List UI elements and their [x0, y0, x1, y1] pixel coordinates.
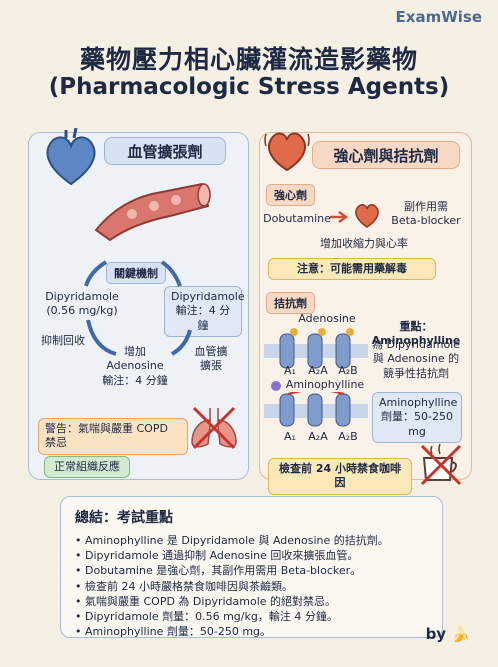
byline: by 🍌 — [426, 625, 470, 643]
byline-text: by — [425, 625, 447, 643]
receptor-membrane-top — [264, 328, 368, 369]
banana-icon: 🍌 — [451, 625, 470, 643]
antidote-note: 注意：可能需用藥解毒 — [268, 258, 436, 281]
receptor-a1-top: A₁ — [284, 364, 296, 377]
inotrope-header: 強心劑與拮抗劑 — [312, 141, 460, 169]
contraindication-warning: 警告：氣喘與嚴重 COPD 禁忌 — [38, 418, 188, 455]
receptor-a2a-bottom: A₂A — [308, 430, 328, 443]
heart-icon — [46, 128, 96, 186]
aminophylline-dose-box: Aminophylline 劑量：50-250 mg — [372, 392, 462, 443]
blood-vessel-icon — [94, 182, 211, 242]
adenosine-label: Adenosine — [298, 312, 356, 325]
beta-blocker-side-effect: 副作用需 Beta-blocker — [391, 200, 461, 228]
summary-item: Dipyridamole 劑量：0.56 mg/kg，輸注 4 分鐘。 — [75, 609, 428, 624]
dipyridamole-infusion-box: Dipyridamole 輸注：4 分鐘 — [164, 286, 245, 337]
summary-box: 總結：考試重點 Aminophylline 是 Dipyridamole 與 A… — [60, 496, 443, 638]
dobutamine-label: Dobutamine — [263, 212, 331, 225]
heart-pulse-icon — [264, 132, 310, 172]
aminophylline-dot-icon — [271, 381, 281, 391]
vasodilator-header: 血管擴張劑 — [104, 137, 226, 165]
summary-item: Dipyridamole 通過抑制 Adenosine 回收來擴張血管。 — [75, 548, 428, 563]
page-title: 藥物壓力相心臟灌流造影藥物 — [79, 45, 418, 74]
summary-list: Aminophylline 是 Dipyridamole 與 Adenosine… — [75, 533, 428, 639]
coffee-crossed-icon — [420, 443, 462, 486]
summary-item: Aminophylline 劑量：50-250 mg。 — [75, 624, 428, 639]
adenosine-increase-label: 增加 Adenosine 輸注：4 分鐘 — [102, 345, 168, 387]
receptor-a1-bottom: A₁ — [284, 430, 296, 443]
page-subtitle: (Pharmacologic Stress Agents) — [48, 74, 450, 100]
caffeine-fasting-note: 檢查前 24 小時禁食咖啡因 — [268, 458, 412, 495]
vasodilation-label: 血管擴 擴張 — [194, 345, 228, 373]
summary-title: 總結：考試重點 — [75, 510, 173, 526]
lungs-crossed-icon — [191, 406, 237, 450]
receptor-a2b-top: A₂B — [338, 364, 358, 377]
antagonist-tag: 拮抗劑 — [266, 292, 315, 314]
mechanism-tag: 關鍵機制 — [106, 262, 166, 284]
brand-logo: ExamWise — [395, 8, 482, 26]
dipyridamole-dose-label: Dipyridamole (0.56 mg/kg) — [45, 290, 119, 318]
summary-item: 檢查前 24 小時嚴格禁食咖啡因與茶鹼類。 — [75, 579, 428, 594]
receptor-a2a-top: A₂A — [308, 364, 328, 377]
normal-response-tag: 正常組織反應 — [44, 456, 130, 479]
aminophylline-label: Aminophylline — [285, 378, 365, 391]
focus-label: 重點：Aminophylline — [371, 320, 461, 348]
inotrope-tag: 強心劑 — [266, 184, 315, 206]
contractility-label: 增加收縮力與心率 — [320, 237, 408, 250]
receptor-membrane-bottom — [264, 392, 368, 427]
small-heart-icon — [355, 204, 379, 228]
inhibit-reuptake-label: 抑制回收 — [41, 334, 85, 347]
summary-item: Aminophylline 是 Dipyridamole 與 Adenosine… — [75, 533, 428, 548]
receptor-a2b-bottom: A₂B — [338, 430, 358, 443]
summary-item: 氣喘與嚴重 COPD 為 Dipyridamole 的絕對禁忌。 — [75, 594, 428, 609]
mechanism-cycle-arrows — [84, 260, 192, 356]
right-arrow-icon — [330, 210, 349, 224]
competitive-antagonist-label: 為 Dipyridamole 與 Adenosine 的 競爭性拮抗劑 — [371, 338, 461, 380]
summary-item: Dobutamine 是強心劑，其副作用需用 Beta-blocker。 — [75, 563, 428, 578]
